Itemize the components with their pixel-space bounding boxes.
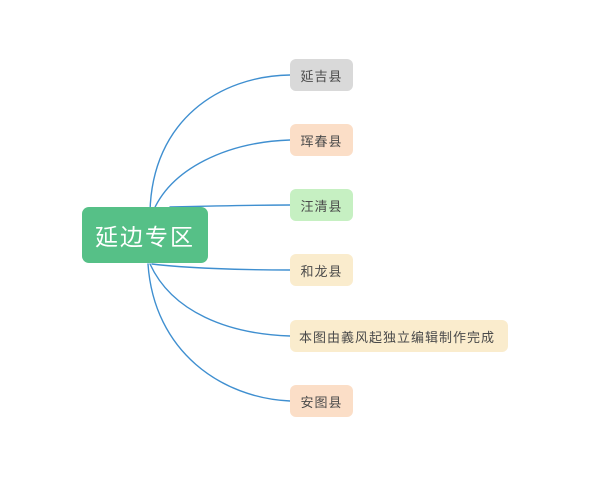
- mindmap-child-node-antu[interactable]: 安图县: [290, 385, 353, 417]
- mindmap-child-node-yanji[interactable]: 延吉县: [290, 59, 353, 91]
- mindmap-child-node-credit[interactable]: 本图由義风起独立编辑制作完成: [290, 320, 508, 352]
- mindmap-root-node[interactable]: 延边专区: [82, 207, 208, 263]
- mindmap-child-node-helong[interactable]: 和龙县: [290, 254, 353, 286]
- mindmap-child-node-hunchun[interactable]: 珲春县: [290, 124, 353, 156]
- connector-helong: [151, 263, 291, 271]
- connector-credit: [149, 263, 291, 337]
- connector-yanji: [149, 74, 291, 213]
- mindmap-child-node-wangqing[interactable]: 汪清县: [290, 189, 353, 221]
- connector-hunchun: [151, 139, 291, 215]
- connector-antu: [147, 263, 291, 402]
